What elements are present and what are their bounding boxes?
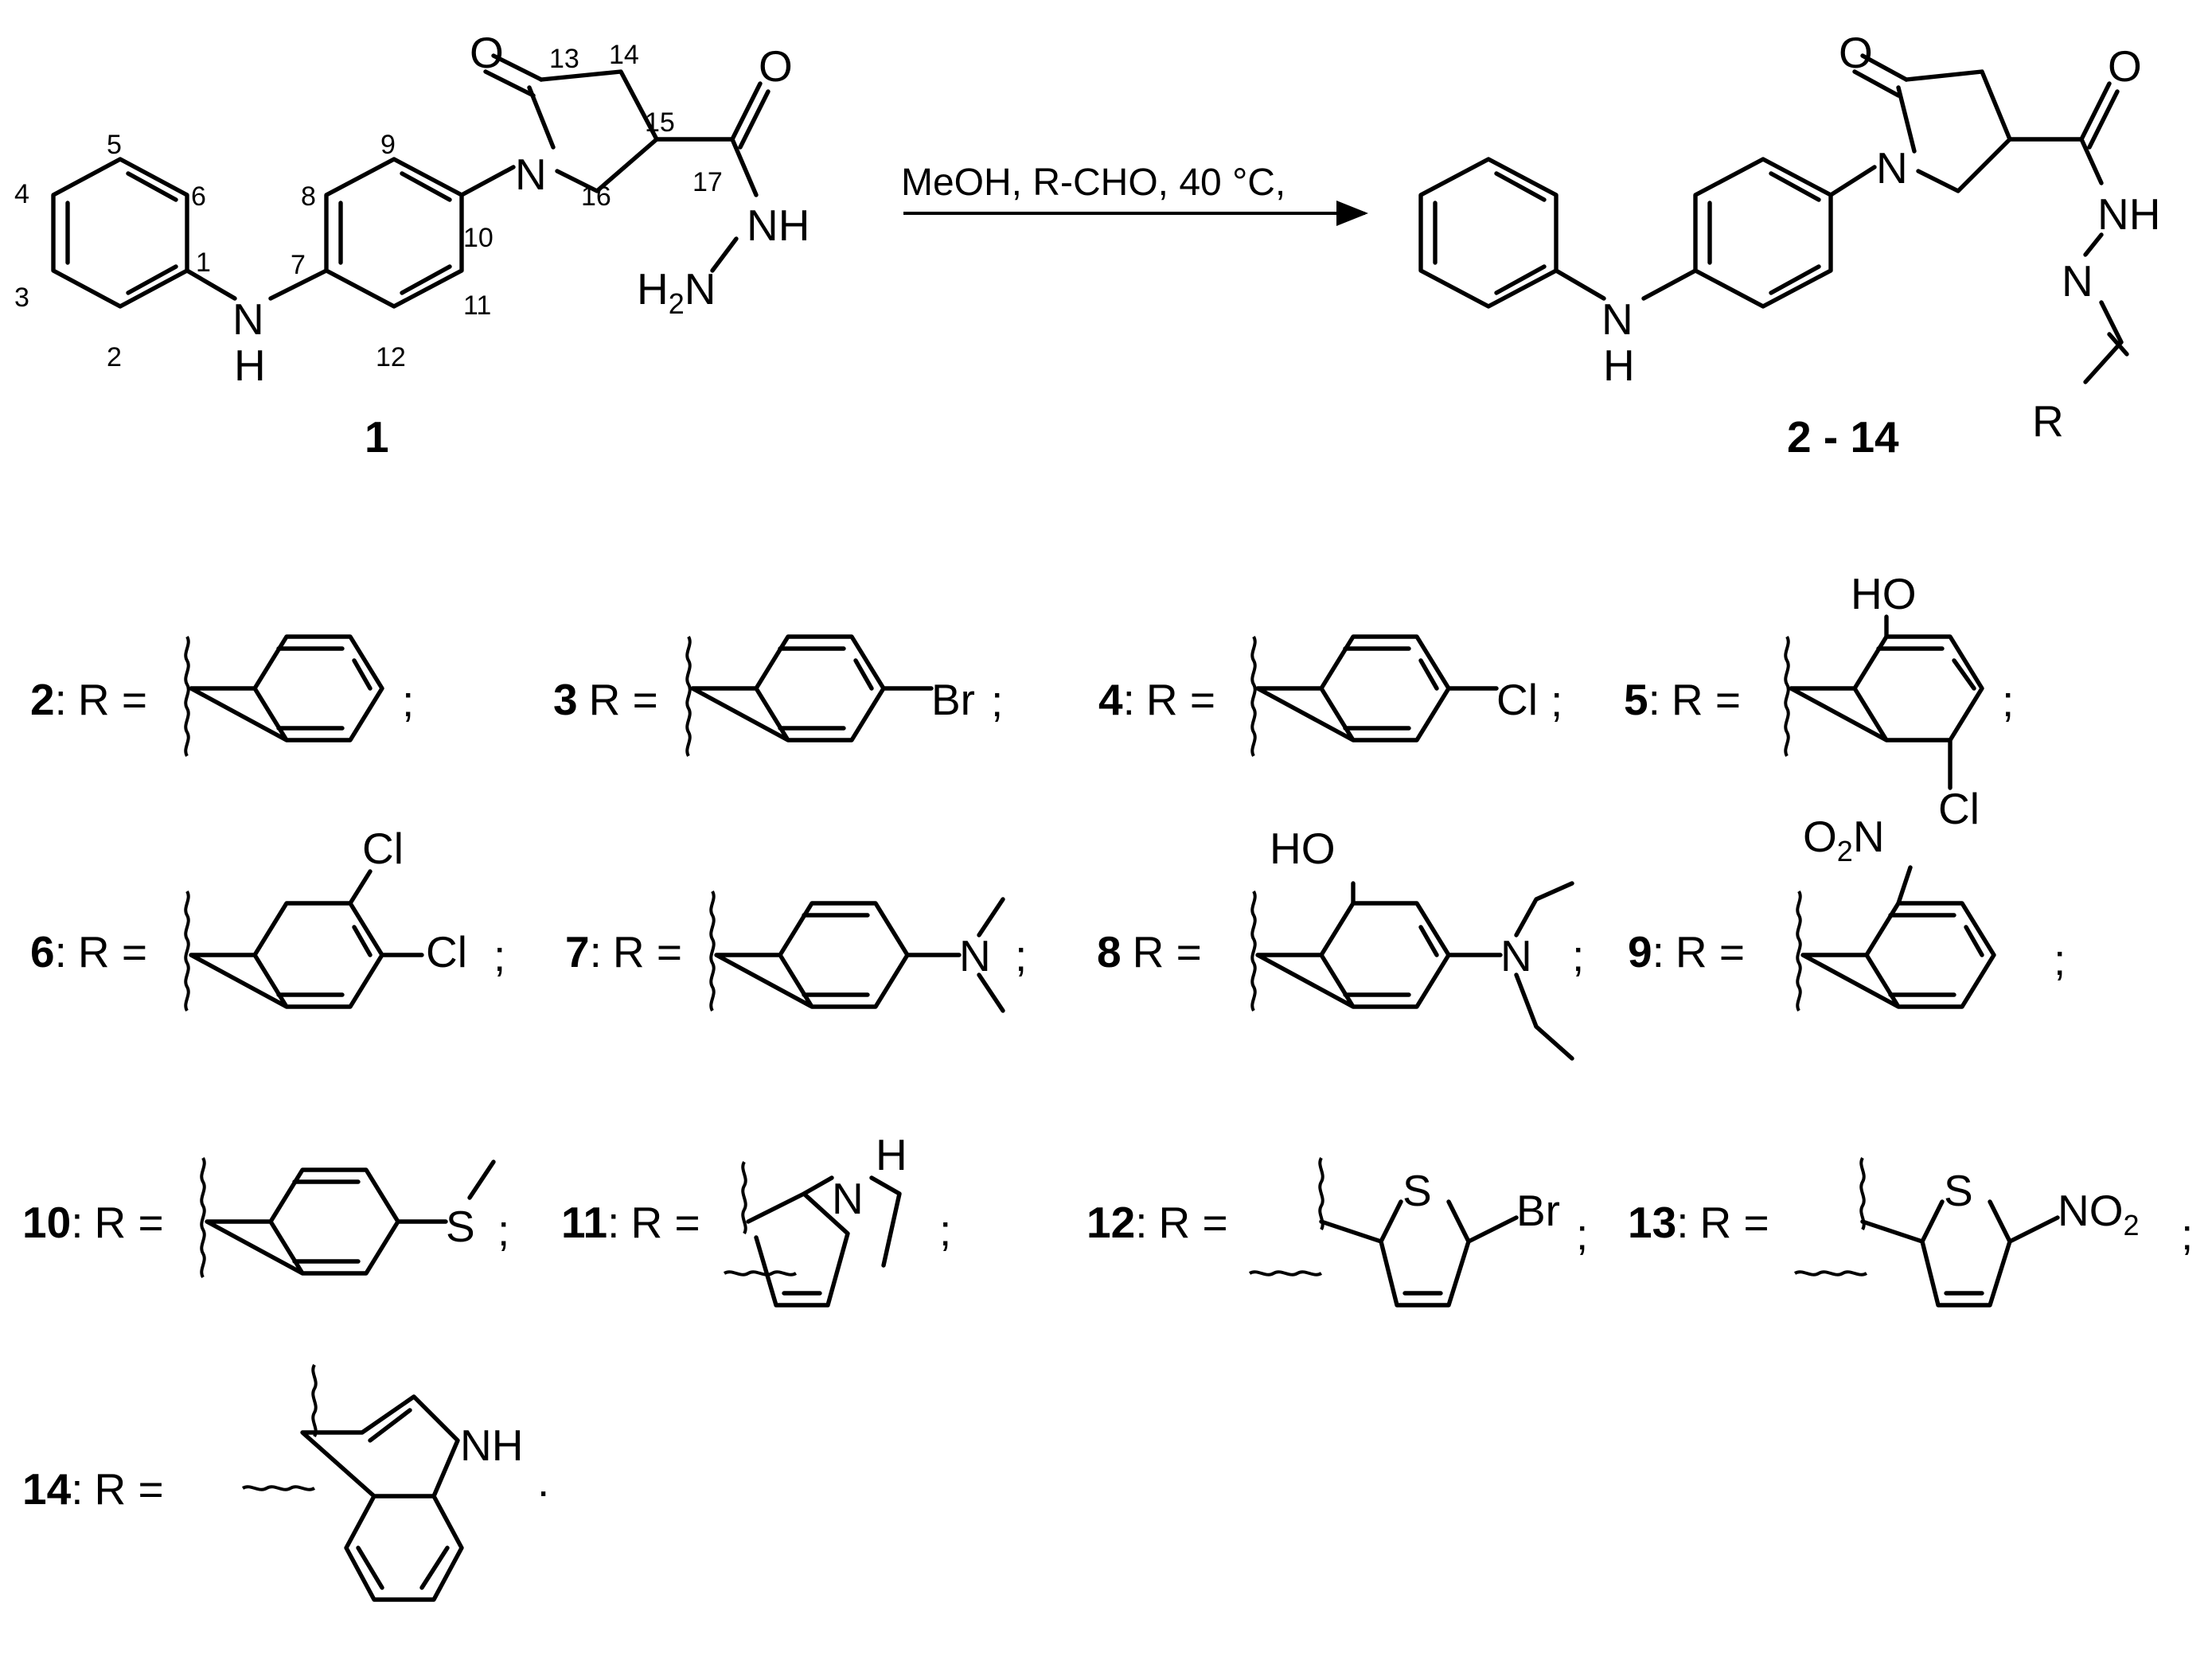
compound-entry-9: 9:R = [1628, 927, 1745, 976]
atom-number: 8 [301, 181, 316, 212]
r-group-5-5-chloro-2-hydroxyphenyl [1784, 614, 1984, 790]
atom-number: 4 [14, 179, 29, 209]
atom-number: 3 [14, 283, 29, 313]
compound-entry-6: 6:R = [30, 927, 147, 976]
compound-entry-14: 14:R = [22, 1464, 164, 1514]
semicolon: ; [2181, 1210, 2193, 1259]
atom-O: O [2108, 41, 2142, 91]
compound-1-labels: O N O NH H2N N H 1 2 3 4 5 6 7 8 9 10 11… [14, 28, 810, 390]
reaction-conditions: MeOH, R-CHO, 40 °C, [901, 162, 1285, 204]
compound-label-range: 2 - 14 [1787, 412, 1899, 462]
atom-N: N [1876, 143, 1908, 193]
atom-O2N: O2N [1803, 812, 1885, 867]
atom-N: N [232, 294, 264, 344]
atom-N: N [1601, 294, 1633, 344]
atom-S: S [446, 1202, 475, 1251]
atom-N: N [1500, 931, 1532, 980]
r-group-11-pyrrol-2-yl [723, 1160, 902, 1308]
atom-H: H [234, 341, 266, 390]
r-group-8-4-diethylamino-2-hydroxyphenyl [1250, 881, 1574, 1061]
atom-O: O [759, 41, 793, 91]
atom-number: 7 [291, 250, 306, 280]
atom-number: 17 [692, 167, 723, 197]
compound-entry-5: 5:R = [1624, 675, 1741, 724]
atom-number: 14 [609, 40, 639, 70]
atom-number: 11 [463, 290, 491, 321]
compound-entry-4: 4:R = [1098, 675, 1215, 724]
atom-number: 2 [107, 342, 122, 372]
atom-number: 1 [196, 248, 211, 278]
atom-NH: NH [2097, 189, 2160, 239]
atom-HO: HO [1851, 569, 1917, 618]
semicolon: ; [2002, 676, 2014, 726]
r-group-9-2-nitrophenyl [1796, 865, 1996, 1012]
r-group-10-4-methylthiophenyl [200, 1156, 496, 1279]
semicolon: ; [939, 1206, 951, 1255]
r-group-13-5-nitrothiophen-2-yl [1793, 1156, 2060, 1308]
atom-N: N [2062, 256, 2093, 306]
r-group-14-indol-3-yl [241, 1363, 464, 1602]
atom-Br: Br [931, 675, 975, 724]
semicolon: ; [1576, 1210, 1588, 1259]
semicolon: ; [1572, 931, 1584, 980]
atom-H2N: H2N [637, 264, 716, 320]
atom-number: 6 [191, 181, 206, 212]
atom-O: O [470, 28, 504, 77]
atom-number: 5 [107, 130, 122, 160]
semicolon: ; [1551, 676, 1562, 726]
atom-number: 9 [380, 130, 396, 160]
compound-label-1: 1 [365, 412, 389, 462]
atom-N: N [515, 150, 547, 199]
atom-number: 13 [549, 44, 579, 74]
compound-entry-2: 2:R = [30, 675, 147, 724]
atom-Br: Br [1516, 1186, 1560, 1235]
atom-Cl: Cl [1496, 675, 1538, 724]
atom-Cl: Cl [362, 824, 404, 873]
atom-number: 15 [645, 107, 675, 138]
atom-NH: NH [460, 1421, 523, 1470]
atom-Cl: Cl [1938, 784, 1980, 833]
semicolon: ; [2054, 935, 2066, 984]
atom-H: H [876, 1130, 907, 1179]
product-labels: O N O NH N N H R [1601, 28, 2160, 446]
product-structure [1418, 53, 2129, 384]
period: . [537, 1456, 549, 1506]
compound-1-structure [51, 53, 770, 309]
compound-entry-11: 11:R = [561, 1198, 700, 1247]
atom-NH: NH [747, 201, 810, 250]
compound-entry-10: 10:R = [22, 1198, 164, 1247]
compound-entry-7: 7:R = [565, 927, 682, 976]
semicolon: ; [991, 676, 1003, 726]
atom-Cl: Cl [426, 927, 467, 976]
r-group-4-4-chlorophenyl [1250, 634, 1499, 758]
semicolon: ; [402, 676, 414, 726]
compound-entry-12: 12:R = [1086, 1198, 1228, 1247]
atom-number: 12 [376, 342, 406, 372]
atom-N: N [832, 1174, 864, 1223]
atom-R: R [2032, 396, 2064, 446]
atom-N: N [959, 931, 991, 980]
atom-number: 10 [463, 223, 494, 253]
atom-S: S [1402, 1166, 1432, 1215]
r-group-6-3-4-dichlorophenyl [184, 869, 424, 1012]
semicolon: ; [494, 931, 505, 980]
atom-number: 16 [581, 181, 611, 212]
semicolon: ; [1015, 931, 1027, 980]
atom-NO2: NO2 [2058, 1186, 2140, 1241]
atom-H: H [1603, 341, 1635, 390]
atom-HO: HO [1270, 824, 1336, 873]
r-group-12-5-bromothiophen-2-yl [1248, 1156, 1519, 1308]
compound-entry-13: 13:R = [1628, 1198, 1769, 1247]
atom-O: O [1839, 28, 1873, 77]
r-group-7-4-dimethylaminophenyl [709, 890, 1005, 1013]
semicolon: ; [497, 1206, 509, 1255]
r-group-2-phenyl [184, 634, 384, 758]
atom-S: S [1944, 1166, 1973, 1215]
r-group-3-4-bromophenyl [685, 634, 934, 758]
